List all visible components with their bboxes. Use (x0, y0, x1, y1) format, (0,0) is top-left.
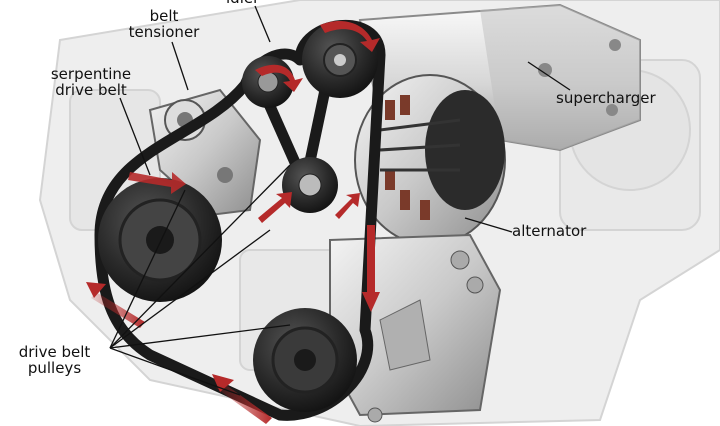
leader-lines (109, 5, 571, 396)
crank-pulley (98, 178, 222, 302)
label-line: belt (149, 7, 179, 25)
label-line: drive belt (18, 343, 91, 361)
belt-direction-arrows (86, 20, 380, 424)
label-alternator: alternator (512, 222, 587, 240)
label-idler: idler (226, 0, 259, 6)
label-supercharger: supercharger (556, 89, 656, 107)
idler-pulley-top (302, 22, 378, 98)
ac-compressor-body (329, 233, 502, 423)
ac-pulley (253, 308, 357, 412)
label-line: pulleys (27, 359, 82, 377)
alternator-body (354, 74, 506, 246)
alternator-pulley (282, 157, 338, 213)
label-line: serpentine (50, 65, 132, 83)
label-line: drive belt (55, 81, 127, 99)
label-line: tensioner (128, 23, 200, 41)
